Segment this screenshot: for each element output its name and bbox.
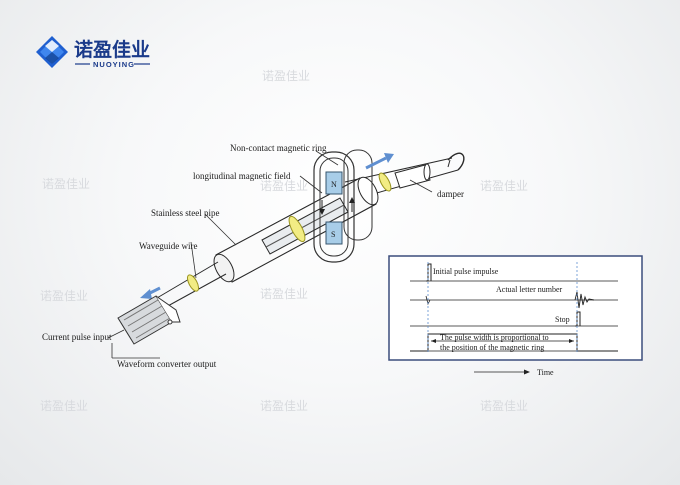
label-pulse-width-line1: The pulse width is proportional to bbox=[440, 333, 549, 342]
label-magnetic-field: longitudinal magnetic field bbox=[193, 171, 291, 181]
label-magnetic-ring: Non-contact magnetic ring bbox=[230, 143, 327, 153]
logo-diamond-icon bbox=[36, 36, 68, 68]
watermark: 诺盈佳业 bbox=[260, 287, 308, 301]
direction-arrow-right-icon bbox=[365, 153, 394, 170]
label-current-pulse-input: Current pulse input bbox=[42, 332, 112, 342]
waveform-converter bbox=[117, 295, 181, 345]
brand-logo: 诺盈佳业 NUOYING bbox=[36, 36, 150, 69]
direction-arrow-left-icon bbox=[140, 286, 161, 299]
label-initial-pulse: Initial pulse impulse bbox=[433, 267, 499, 276]
watermark: 诺盈佳业 bbox=[42, 177, 90, 191]
timing-diagram-panel: Initial pulse impulse Actual letter numb… bbox=[388, 255, 643, 361]
yellow-ring bbox=[288, 215, 306, 243]
watermark: 诺盈佳业 bbox=[40, 289, 88, 303]
label-waveform-converter-output: Waveform converter output bbox=[117, 359, 217, 369]
damper bbox=[394, 163, 431, 189]
sensor-illustration: N S bbox=[107, 149, 465, 359]
svg-text:N: N bbox=[331, 180, 337, 189]
label-waveguide-wire: Waveguide wire bbox=[139, 241, 198, 251]
leader-lines bbox=[107, 150, 433, 359]
label-damper: damper bbox=[437, 189, 464, 199]
yellow-ring bbox=[378, 172, 392, 192]
watermark-layer: 诺盈佳业 诺盈佳业 诺盈佳业 诺盈佳业 诺盈佳业 诺盈佳业 诺盈佳业 诺盈佳业 … bbox=[40, 69, 528, 413]
magnet-block-bottom bbox=[325, 221, 343, 245]
watermark: 诺盈佳业 bbox=[480, 399, 528, 413]
svg-text:S: S bbox=[331, 230, 335, 239]
label-stainless-steel-pipe: Stainless steel pipe bbox=[151, 208, 220, 218]
watermark: 诺盈佳业 bbox=[262, 69, 310, 83]
width-pulse-waveform bbox=[410, 333, 618, 352]
magnetic-ring: N S bbox=[313, 149, 373, 263]
label-actual-signal: Actual letter number bbox=[496, 285, 563, 294]
logo-english-text: NUOYING bbox=[93, 60, 135, 69]
watermark: 诺盈佳业 bbox=[40, 399, 88, 413]
logo-chinese-text: 诺盈佳业 bbox=[74, 38, 150, 61]
watermark: 诺盈佳业 bbox=[260, 399, 308, 413]
label-time: Time bbox=[537, 368, 554, 377]
watermark: 诺盈佳业 bbox=[260, 179, 308, 193]
watermark: 诺盈佳业 bbox=[480, 179, 528, 193]
label-stop: Stop bbox=[555, 315, 570, 324]
label-pulse-width-line2: the position of the magnetic ring bbox=[440, 343, 544, 352]
time-axis: Time bbox=[474, 368, 554, 377]
magnet-block-top bbox=[325, 171, 343, 195]
actual-signal-waveform bbox=[574, 291, 595, 309]
